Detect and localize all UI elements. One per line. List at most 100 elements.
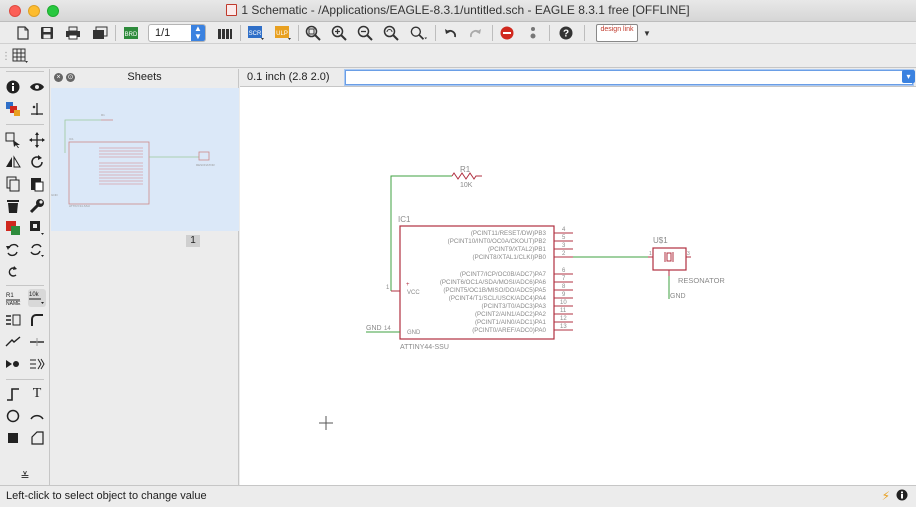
ic1-pin-number: 4 bbox=[562, 227, 566, 233]
command-line-input[interactable] bbox=[345, 70, 913, 85]
undo-icon[interactable] bbox=[441, 24, 459, 42]
status-message: Left-click to select object to change va… bbox=[6, 490, 207, 502]
parameter-toolbar: ⋮ bbox=[0, 44, 916, 68]
board-switch-icon[interactable]: BRD bbox=[122, 24, 140, 42]
erc-icon[interactable] bbox=[4, 355, 22, 373]
pinswap-icon[interactable] bbox=[4, 241, 22, 259]
mirror-icon[interactable] bbox=[4, 153, 22, 171]
resonator-pin3: 3 bbox=[687, 251, 690, 257]
change-wrench-icon[interactable] bbox=[28, 197, 46, 215]
ic1-vcc-label: VCC bbox=[407, 290, 420, 296]
ic1-pin-number: 7 bbox=[562, 276, 566, 282]
zoom-fit-icon[interactable] bbox=[304, 24, 322, 42]
zoom-in-icon[interactable] bbox=[330, 24, 348, 42]
text-icon[interactable]: T bbox=[32, 386, 42, 401]
svg-text:+: + bbox=[406, 282, 410, 288]
paste-icon[interactable] bbox=[28, 175, 46, 193]
sheet-thumbnail[interactable]: R1 IC1 RESONATOR GND ATTINY44-SSU bbox=[51, 88, 239, 231]
ic1-pin-number: 5 bbox=[562, 235, 566, 241]
command-history-dropdown[interactable]: ▾ bbox=[902, 70, 915, 83]
display-layers-icon[interactable] bbox=[4, 100, 22, 118]
resistor-r1-value: 10K bbox=[460, 182, 473, 189]
value-icon[interactable]: 10k bbox=[28, 289, 46, 307]
stop-icon[interactable] bbox=[498, 24, 516, 42]
ic1-part: ATTINY44-SSU bbox=[400, 344, 449, 351]
title-bar: 1 Schematic - /Applications/EAGLE-8.3.1/… bbox=[0, 0, 916, 22]
designlink-button[interactable]: design link bbox=[596, 24, 638, 42]
window-title-area: 1 Schematic - /Applications/EAGLE-8.3.1/… bbox=[0, 3, 916, 17]
new-file-icon[interactable] bbox=[14, 24, 32, 42]
polygon-icon[interactable] bbox=[28, 429, 46, 447]
ic1-gnd-net: GND bbox=[366, 325, 382, 332]
optimize-icon[interactable] bbox=[28, 333, 46, 351]
resonator-part: RESONATOR bbox=[678, 276, 725, 285]
schematic-canvas[interactable]: R1 10K IC1 ATTINY44-SSU 1 VCC + GND 14 G… bbox=[240, 88, 916, 485]
ic1-pin-label: (PCINT6/OC1A/SDA/MOSI/ADC6)PA6 bbox=[440, 279, 547, 286]
invoke-icon[interactable] bbox=[4, 263, 22, 281]
status-icons: ⚡ bbox=[882, 489, 908, 504]
svg-text:SCR: SCR bbox=[249, 31, 262, 37]
minimize-window-button[interactable] bbox=[28, 5, 40, 17]
run-script-icon[interactable]: SCR bbox=[247, 24, 265, 42]
miter-icon[interactable] bbox=[28, 311, 46, 329]
main-toolbar: BRD 1/1 ▲▼ SCR ULP bbox=[0, 22, 916, 44]
move-icon[interactable] bbox=[4, 131, 22, 149]
copy-icon[interactable] bbox=[4, 175, 22, 193]
panel-close-icon[interactable]: × bbox=[54, 73, 63, 82]
close-window-button[interactable] bbox=[9, 5, 21, 17]
zoom-select-icon[interactable] bbox=[410, 24, 428, 42]
svg-text:R1: R1 bbox=[6, 293, 14, 299]
mark-icon[interactable] bbox=[28, 100, 46, 118]
circle-icon[interactable] bbox=[4, 407, 22, 425]
ic1-pin-label: (PCINT7/ICP/OC0B/ADC7)PA7 bbox=[460, 271, 547, 278]
zoom-window-button[interactable] bbox=[47, 5, 59, 17]
split-icon[interactable] bbox=[4, 333, 22, 351]
sheet-number[interactable]: 1 bbox=[186, 235, 200, 247]
lightning-icon[interactable]: ⚡ bbox=[881, 489, 890, 503]
svg-text:BRD: BRD bbox=[125, 32, 138, 38]
net-icon[interactable] bbox=[4, 385, 22, 403]
cam-processor-icon[interactable] bbox=[91, 24, 109, 42]
ic1-pin-label: (PCINT5/OC1B/MISO/DO/ADC5)PA5 bbox=[443, 287, 546, 294]
info-icon[interactable] bbox=[4, 78, 22, 96]
resonator-name: U$1 bbox=[653, 236, 668, 245]
svg-text:ULP: ULP bbox=[276, 31, 288, 37]
save-icon[interactable] bbox=[38, 24, 56, 42]
errors-icon[interactable] bbox=[28, 355, 46, 373]
go-icon[interactable] bbox=[524, 24, 542, 42]
show-icon[interactable] bbox=[28, 78, 46, 96]
zoom-out-icon[interactable] bbox=[356, 24, 374, 42]
replace-part-icon[interactable] bbox=[28, 219, 46, 237]
help-icon[interactable]: ? bbox=[557, 24, 575, 42]
info-status-icon[interactable] bbox=[896, 489, 908, 504]
svg-text:ATTINY44-SSU: ATTINY44-SSU bbox=[69, 204, 90, 208]
rectangle-icon[interactable] bbox=[4, 429, 22, 447]
move-cross-icon[interactable] bbox=[28, 131, 46, 149]
use-library-icon[interactable] bbox=[216, 24, 234, 42]
delete-icon[interactable] bbox=[4, 197, 22, 215]
arc-icon[interactable] bbox=[28, 407, 46, 425]
sheet-select[interactable]: 1/1 ▲▼ bbox=[148, 24, 206, 42]
rotate-icon[interactable] bbox=[28, 153, 46, 171]
panel-float-icon[interactable]: ⊙ bbox=[66, 73, 75, 82]
ic1-pin-number: 9 bbox=[562, 292, 566, 298]
grid-icon[interactable] bbox=[12, 47, 30, 65]
smash-icon[interactable] bbox=[4, 311, 22, 329]
run-ulp-icon[interactable]: ULP bbox=[274, 24, 292, 42]
designlink-dropdown-icon[interactable]: ▼ bbox=[643, 28, 651, 38]
ic1-pin-number: 2 bbox=[562, 251, 566, 257]
zoom-redraw-icon[interactable] bbox=[382, 24, 400, 42]
add-part-icon[interactable] bbox=[4, 219, 22, 237]
ic1-pin-label: (PCINT4/T1/SCL/USCK/ADC4)PA4 bbox=[449, 295, 547, 302]
status-bar: Left-click to select object to change va… bbox=[0, 485, 916, 507]
expand-palette-icon[interactable]: ≚ bbox=[20, 470, 30, 483]
print-icon[interactable] bbox=[64, 24, 82, 42]
gateswap-icon[interactable] bbox=[28, 241, 46, 259]
ic1-pin-label: (PCINT2/AIN1/ADC2)PA2 bbox=[475, 311, 547, 318]
sheet-stepper[interactable]: ▲▼ bbox=[191, 25, 205, 41]
ic1-gnd-pin-number: 14 bbox=[384, 326, 391, 332]
redo-icon[interactable] bbox=[467, 24, 485, 42]
svg-text:IC1: IC1 bbox=[69, 137, 74, 141]
